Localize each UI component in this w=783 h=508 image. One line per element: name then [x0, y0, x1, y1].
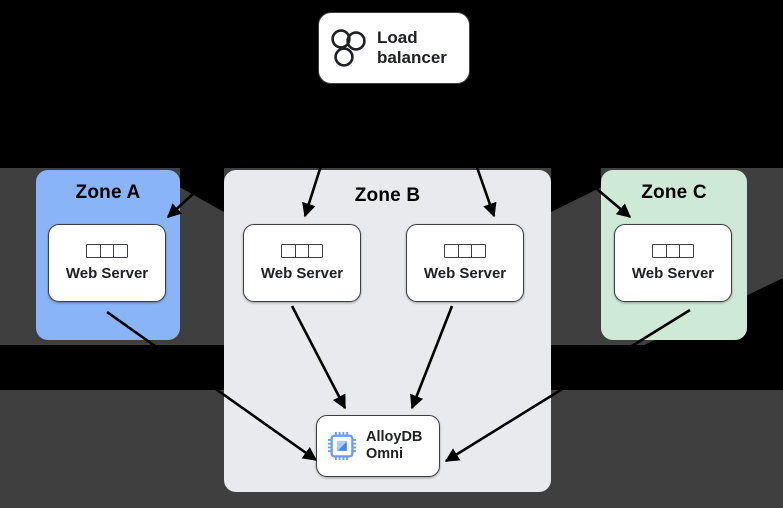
- web-server-label: Web Server: [423, 265, 507, 282]
- edge-ws-b1-to-db: [290, 305, 347, 410]
- edge-lb-to-ws-b2: [448, 89, 497, 218]
- edge-ws-b2-to-db: [410, 305, 454, 410]
- server-rack-icon: [86, 244, 128, 258]
- web-server-node-zone-c[interactable]: Web Server: [614, 224, 732, 302]
- alloydb-omni-label: AlloyDB Omni: [366, 429, 422, 464]
- zone-c-title: Zone C: [641, 182, 707, 203]
- three-circles-icon: [331, 29, 366, 67]
- server-rack-icon: [281, 244, 323, 258]
- alloydb-omni-node[interactable]: AlloyDB Omni: [316, 415, 440, 477]
- edge-lb-to-ws-b1: [302, 89, 347, 218]
- web-server-node-zone-b-1[interactable]: Web Server: [243, 224, 361, 302]
- zone-b-title: Zone B: [354, 185, 421, 206]
- edge-ws-c-to-db: [444, 308, 691, 463]
- server-rack-icon: [652, 244, 694, 258]
- web-server-label: Web Server: [260, 265, 344, 282]
- web-server-label: Web Server: [631, 265, 715, 282]
- zone-a-title: Zone A: [75, 182, 141, 203]
- edge-lb-to-ws-a: [166, 77, 319, 218]
- load-balancer-label-line1: Load: [377, 27, 418, 47]
- web-server-node-zone-b-2[interactable]: Web Server: [406, 224, 524, 302]
- server-rack-icon: [444, 244, 486, 258]
- alloydb-omni-label-line1: AlloyDB: [366, 428, 423, 445]
- load-balancer-label: Load balancer: [377, 28, 447, 68]
- edge-lb-to-ws-c: [571, 167, 632, 218]
- load-balancer-node[interactable]: Load balancer: [318, 12, 470, 84]
- alloydb-omni-label-line2: Omni: [366, 446, 404, 462]
- web-server-label: Web Server: [65, 265, 149, 282]
- edge-ws-a-to-db: [106, 310, 318, 462]
- web-server-node-zone-a[interactable]: Web Server: [48, 224, 166, 302]
- cpu-chip-icon: [327, 431, 357, 461]
- load-balancer-label-line2: balancer: [377, 48, 447, 67]
